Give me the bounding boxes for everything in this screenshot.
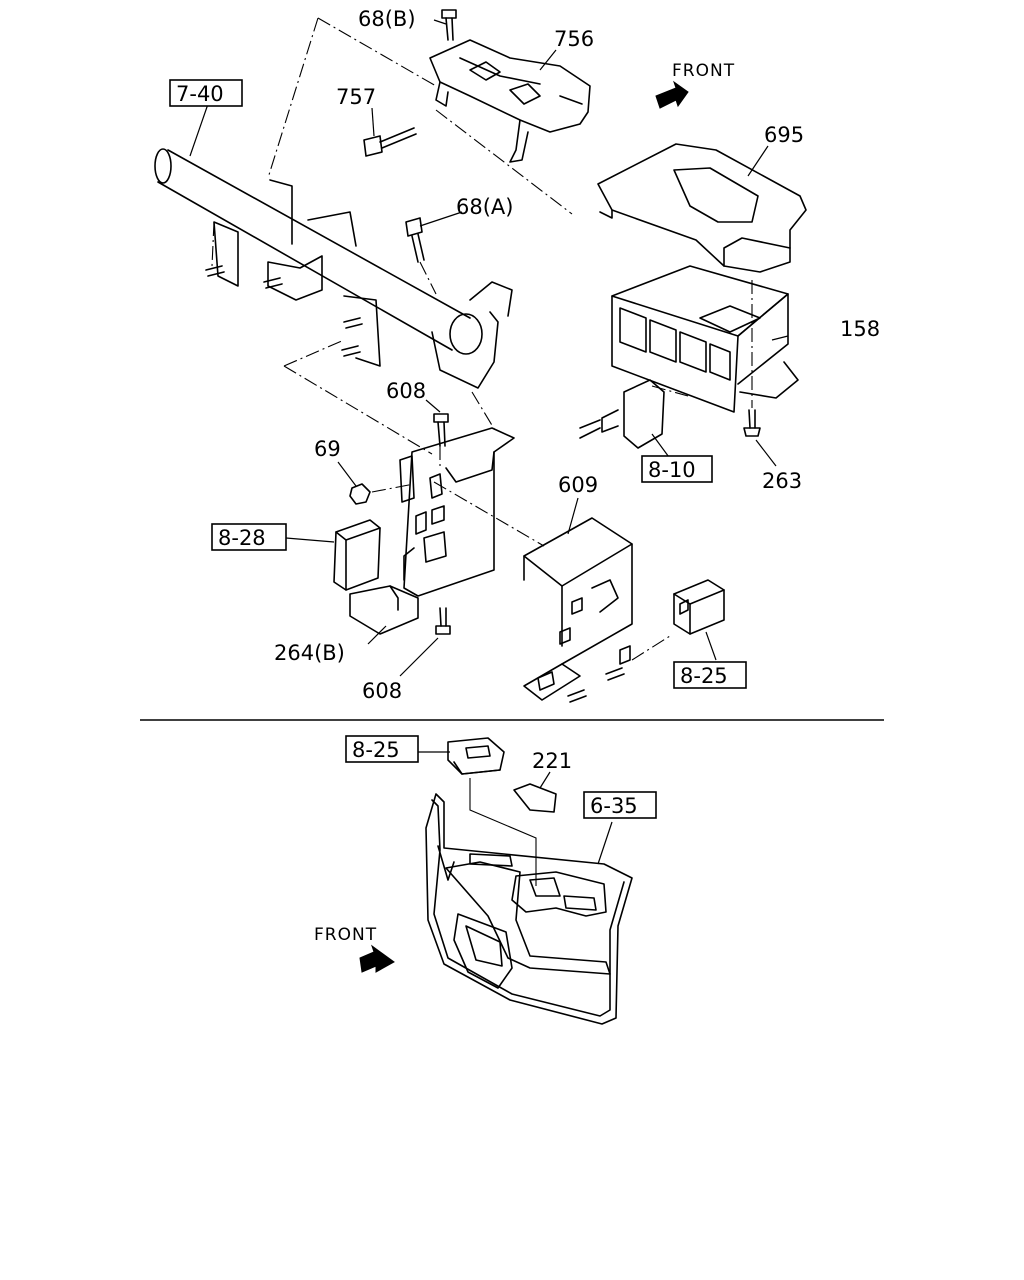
control-unit-158 xyxy=(611,265,799,413)
ref-8-10: 8-10 xyxy=(648,458,696,482)
callout-68a: 68(A) xyxy=(456,195,513,219)
callout-609: 609 xyxy=(558,473,598,497)
ref-box-8-25-bottom xyxy=(345,735,419,763)
door-trim-panel-6-35 xyxy=(425,793,633,1025)
callout-756: 756 xyxy=(554,27,594,51)
bottom-view-door-trim xyxy=(359,737,633,1025)
relay-8-28 xyxy=(333,519,381,591)
cover-221 xyxy=(513,783,557,813)
callout-labels: FRONT 68(B) 756 757 695 68(A) 158 608 69… xyxy=(169,7,880,945)
ref-8-25-bottom: 8-25 xyxy=(352,738,400,762)
label-front-top: FRONT xyxy=(672,61,735,81)
callout-608-top: 608 xyxy=(386,379,426,403)
callout-757: 757 xyxy=(336,85,376,109)
nut-69 xyxy=(349,483,371,505)
ref-7-40: 7-40 xyxy=(176,82,224,106)
callout-69: 69 xyxy=(314,437,341,461)
callout-264b: 264(B) xyxy=(274,641,345,665)
ref-8-25-top: 8-25 xyxy=(680,664,728,688)
bolt-68b xyxy=(441,9,457,41)
ref-box-8-25-top xyxy=(673,661,747,689)
bracket-609 xyxy=(523,517,633,703)
ref-6-35: 6-35 xyxy=(590,794,638,818)
front-arrow-top xyxy=(655,80,689,109)
connector-8-10 xyxy=(579,379,665,449)
ref-box-8-10 xyxy=(641,455,713,483)
bracket-756 xyxy=(429,39,591,163)
bolt-68a xyxy=(405,217,425,263)
bracket-264b xyxy=(349,585,419,635)
ref-box-6-35 xyxy=(583,791,657,819)
ref-box-7-40 xyxy=(169,79,243,107)
assembly-guide-lines xyxy=(211,17,753,661)
bolt-757 xyxy=(363,127,417,157)
callout-263: 263 xyxy=(762,469,802,493)
callout-695: 695 xyxy=(764,123,804,147)
bottom-guide-lines xyxy=(418,751,613,886)
label-front-bottom: FRONT xyxy=(314,925,377,945)
top-view-assembly xyxy=(140,9,884,721)
callout-608-bottom: 608 xyxy=(362,679,402,703)
ref-box-8-28 xyxy=(211,523,287,551)
screw-263 xyxy=(743,409,761,437)
ref-8-28: 8-28 xyxy=(218,526,266,550)
switch-8-25-top xyxy=(673,579,725,635)
bracket-695 xyxy=(597,143,807,273)
front-arrow-bottom xyxy=(359,944,395,973)
mounting-bracket-assembly xyxy=(399,427,515,597)
cross-beam-7-40 xyxy=(154,148,513,389)
callout-leaders xyxy=(189,19,789,677)
bolt-608-bottom xyxy=(435,607,451,635)
callout-221: 221 xyxy=(532,749,572,773)
callout-158: 158 xyxy=(840,317,880,341)
switch-8-25-bottom xyxy=(447,737,505,775)
callout-68b: 68(B) xyxy=(358,7,416,31)
